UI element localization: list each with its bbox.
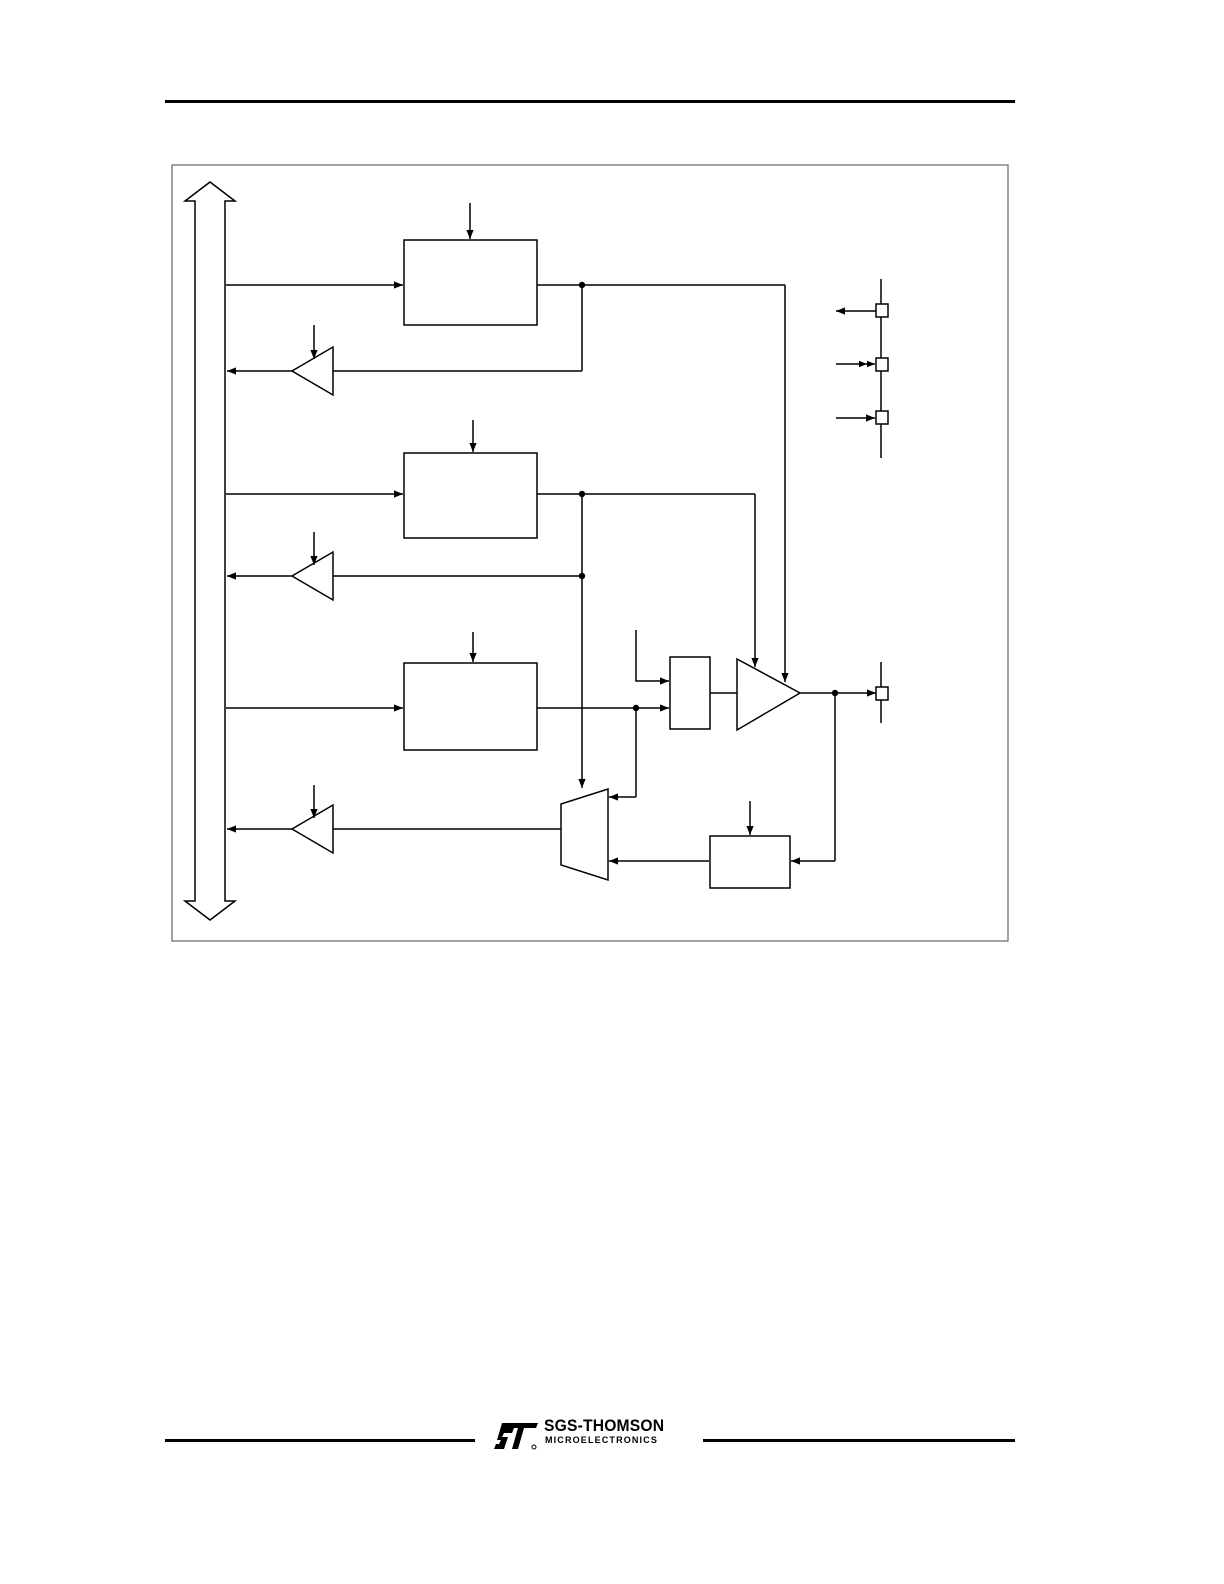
- small-block-input: [635, 630, 669, 685]
- junction-dot: [578, 490, 586, 498]
- register-3: [403, 662, 538, 751]
- pin-3: [875, 410, 889, 425]
- pin-1: [875, 303, 889, 318]
- header-rule: [165, 100, 1015, 103]
- footer-rule-left: [165, 1439, 475, 1442]
- brand-name: SGS-THOMSON: [544, 1416, 665, 1435]
- buffer-2: [290, 550, 334, 602]
- junction-dot: [632, 704, 640, 712]
- diagram-frame: [171, 164, 1009, 942]
- buffer-3: [290, 803, 334, 855]
- multiplexer: [560, 787, 609, 882]
- pin-4: [875, 686, 889, 701]
- footer-rule-right: [703, 1439, 1015, 1442]
- pin-2: [875, 357, 889, 372]
- junction-dot: [578, 281, 586, 289]
- brand-subtitle: MICROELECTRONICS: [545, 1435, 659, 1446]
- junction-dot: [831, 689, 839, 697]
- st-logo-icon: [494, 1423, 538, 1450]
- register-1: [403, 239, 538, 326]
- internal-bus: [182, 181, 238, 921]
- buffer-1: [290, 345, 334, 397]
- bottom-block: [709, 835, 791, 889]
- small-block: [669, 656, 711, 730]
- register-2: [403, 452, 538, 539]
- junction-dot: [578, 572, 586, 580]
- comparator: [736, 657, 802, 732]
- brand-logo: SGS-THOMSON MICROELECTRONICS: [494, 1417, 694, 1457]
